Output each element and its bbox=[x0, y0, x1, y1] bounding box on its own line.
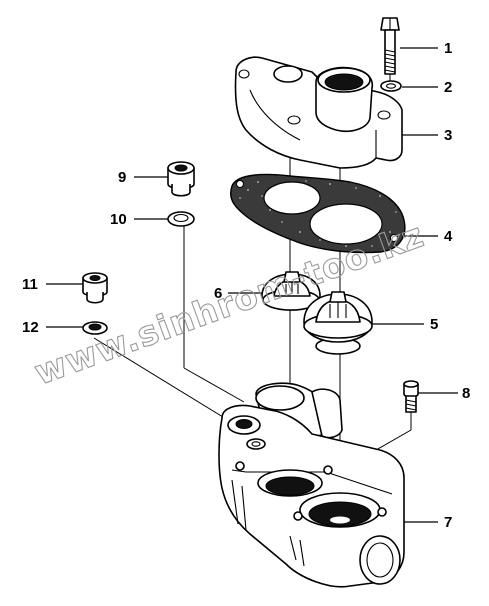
callout-number: 8 bbox=[462, 385, 470, 402]
gasket-part-4 bbox=[229, 173, 406, 254]
callout-number: 3 bbox=[444, 127, 452, 144]
callout-number: 7 bbox=[444, 514, 452, 531]
callout-11: 11 bbox=[22, 276, 83, 293]
plug-part-11 bbox=[82, 272, 108, 304]
callout-number: 6 bbox=[214, 285, 222, 302]
callout-10: 10 bbox=[110, 211, 168, 228]
callout-1: 1 bbox=[400, 40, 452, 57]
callout-7: 7 bbox=[404, 514, 452, 531]
gasket-texture bbox=[239, 180, 397, 247]
callout-number: 1 bbox=[444, 40, 452, 57]
callout-6: 6 bbox=[214, 285, 262, 302]
callout-4: 4 bbox=[402, 228, 453, 245]
callout-5: 5 bbox=[372, 316, 438, 333]
callout-number: 5 bbox=[430, 316, 438, 333]
thermostat-cover-part-3 bbox=[234, 56, 403, 169]
callout-number: 2 bbox=[444, 79, 452, 96]
callout-8: 8 bbox=[418, 385, 470, 402]
callout-number: 10 bbox=[110, 211, 127, 228]
thermostat-housing-part-7 bbox=[218, 382, 405, 588]
plug-part-9 bbox=[167, 161, 195, 197]
callout-number: 12 bbox=[22, 319, 39, 336]
callout-number: 11 bbox=[22, 276, 38, 293]
callout-9: 9 bbox=[118, 169, 168, 186]
callout-3: 3 bbox=[402, 127, 452, 144]
watermark-text: www.sinhrom-too.kz bbox=[29, 215, 429, 393]
washer-part-2 bbox=[380, 80, 402, 92]
callout-2: 2 bbox=[402, 79, 452, 96]
thermostat-large-part-5 bbox=[303, 291, 373, 355]
callout-number: 4 bbox=[444, 228, 453, 245]
thermostat-small-part-6 bbox=[261, 271, 321, 311]
callout-12: 12 bbox=[22, 319, 83, 336]
sealing-ring-part-12 bbox=[82, 321, 108, 335]
bolt-small-part-8 bbox=[403, 380, 419, 413]
sealing-ring-part-10 bbox=[167, 211, 195, 227]
callout-number: 9 bbox=[118, 169, 126, 186]
bolt-part-1 bbox=[380, 17, 400, 75]
